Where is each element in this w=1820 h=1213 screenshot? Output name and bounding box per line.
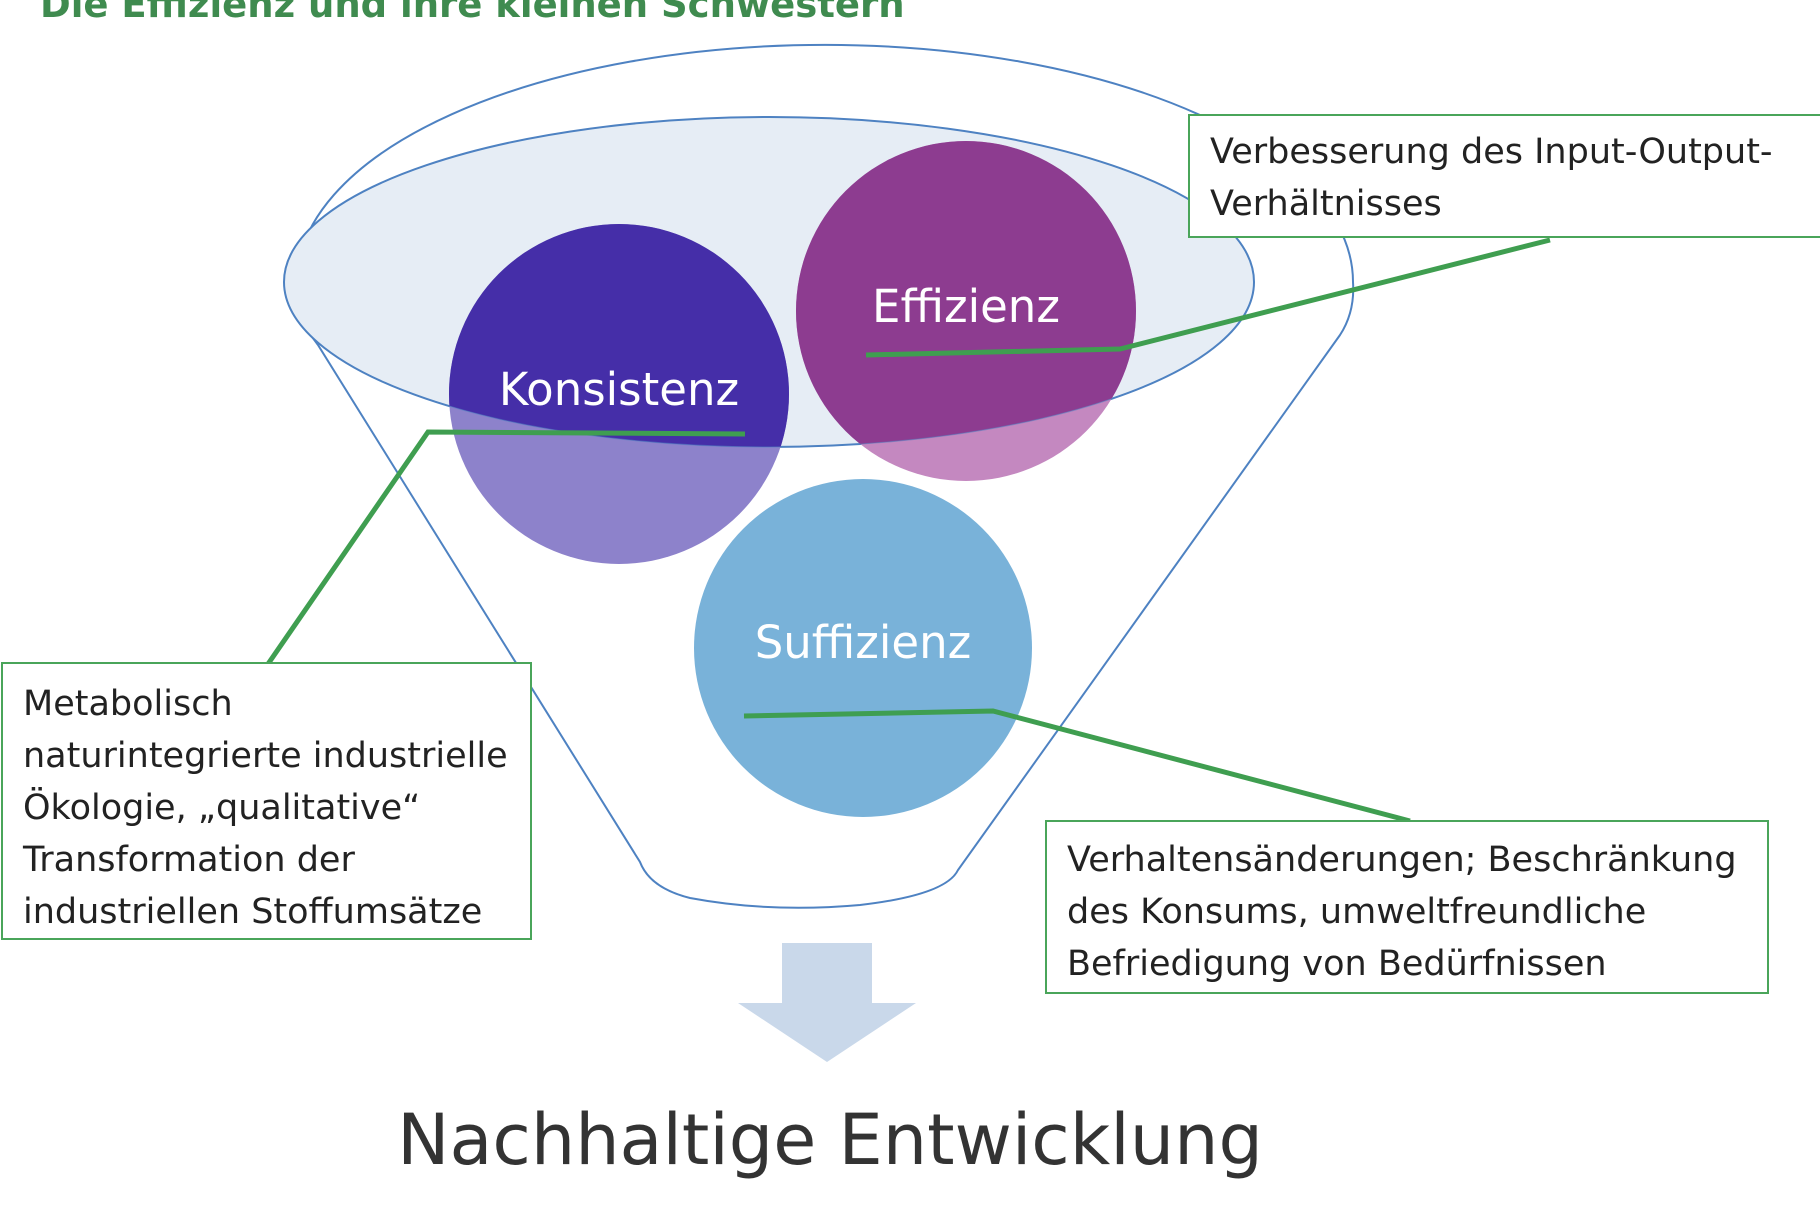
konsistenz-note-line: industriellen Stoffumsätze [23, 892, 483, 932]
konsistenz-label: Konsistenz [499, 363, 739, 416]
konsistenz-note: Metabolisch naturintegrierte industriell… [1, 662, 532, 940]
suffizienz-note: Verhaltensänderungen; Beschränkung des K… [1045, 820, 1769, 994]
effizienz-note: Verbesserung des Input-Output- Verhältni… [1188, 114, 1820, 238]
konsistenz-note-line: Transformation der [23, 840, 355, 880]
effizienz-note-line: Verbesserung des Input-Output- [1210, 132, 1773, 172]
suffizienz-note-line: des Konsums, umweltfreundliche [1067, 892, 1647, 932]
down-arrow [738, 943, 916, 1062]
suffizienz-connector [743, 708, 1411, 824]
konsistenz-note-line: naturintegrierte industrielle [23, 736, 508, 776]
effizienz-circle-top [796, 141, 1136, 447]
konsistenz-circle-top [449, 224, 789, 447]
effizienz-label: Effizienz [872, 280, 1060, 333]
result-label: Nachhaltige Entwicklung [397, 1099, 1263, 1181]
suffizienz-note-line: Verhaltensänderungen; Beschränkung [1067, 840, 1737, 880]
suffizienz-label: Suffizienz [755, 616, 972, 669]
suffizienz-note-line: Befriedigung von Bedürfnissen [1067, 944, 1607, 984]
suffizienz-circle [694, 479, 1032, 817]
konsistenz-connector [265, 429, 746, 666]
effizienz-note-line: Verhältnisses [1210, 184, 1442, 224]
page-title: Die Effizienz und ihre kleinen Schwester… [40, 0, 905, 26]
effizienz-connector [865, 237, 1551, 358]
konsistenz-note-line: Ökologie, „qualitative“ [23, 788, 421, 828]
konsistenz-note-line: Metabolisch [23, 684, 233, 724]
